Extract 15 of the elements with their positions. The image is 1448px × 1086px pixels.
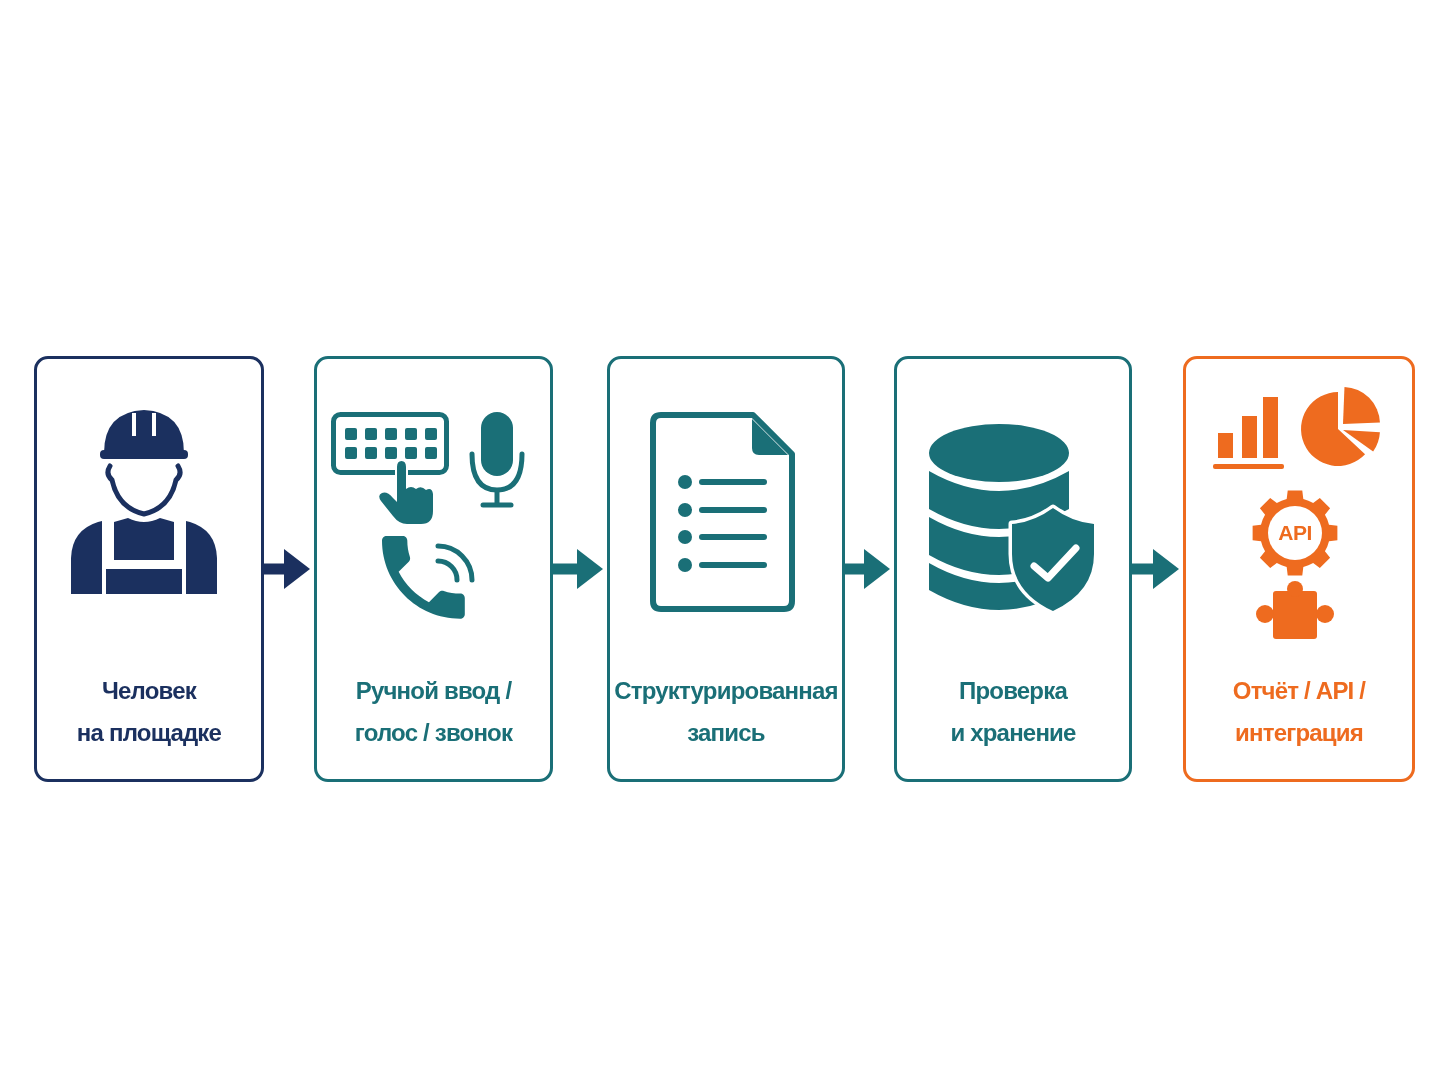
- step-label: Человек на площадке: [76, 676, 222, 748]
- step-label: Проверка и хранение: [950, 676, 1076, 748]
- arrow: [553, 549, 603, 589]
- step-card: [34, 356, 264, 782]
- step-label: Отчёт / API / интеграция: [1232, 676, 1366, 748]
- step-card: [607, 356, 845, 782]
- step-card: [1183, 356, 1415, 782]
- step-label: Структурированная запись: [614, 676, 838, 748]
- step-card: [314, 356, 553, 782]
- step-label: Ручной ввод / голос / звонок: [354, 676, 513, 748]
- arrow: [1132, 549, 1179, 589]
- arrow: [845, 549, 890, 589]
- step-card: [894, 356, 1132, 782]
- gear-label: API: [1278, 521, 1312, 545]
- arrow: [264, 549, 310, 589]
